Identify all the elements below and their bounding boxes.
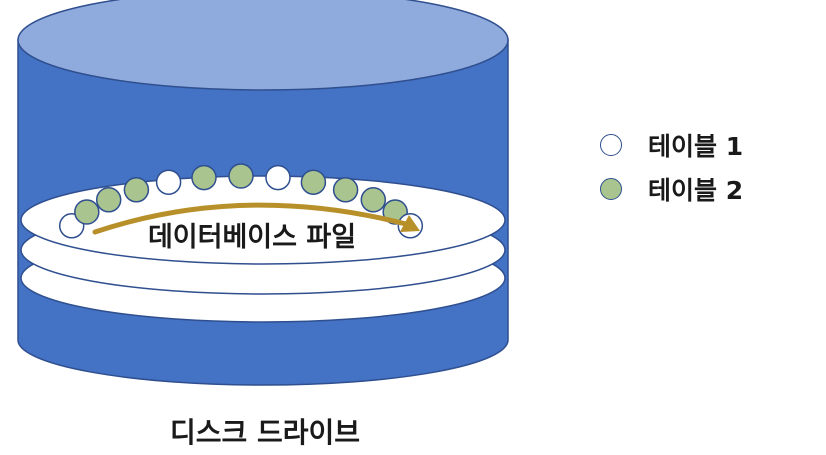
legend-item-table-1: 테이블 1 bbox=[600, 128, 743, 162]
record-table-2 bbox=[191, 164, 217, 191]
record-table-2 bbox=[74, 199, 100, 225]
file-arrow bbox=[92, 202, 413, 235]
legend-item-table-2: 테이블 2 bbox=[600, 172, 743, 206]
legend: 테이블 1 테이블 2 bbox=[600, 128, 743, 216]
record-table-2 bbox=[228, 163, 254, 189]
file-arrow-head bbox=[400, 215, 420, 232]
drive-label: 디스크 드라이브 bbox=[170, 416, 360, 449]
record-table-1 bbox=[155, 169, 182, 195]
record-table-2 bbox=[95, 187, 122, 213]
record-table-2 bbox=[123, 177, 150, 203]
file-label: 데이터베이스 파일 bbox=[148, 222, 356, 253]
record-table-2 bbox=[360, 187, 387, 213]
record-table-2 bbox=[300, 169, 327, 195]
legend-label-table-2: 테이블 2 bbox=[648, 176, 744, 205]
record-table-2 bbox=[332, 177, 359, 203]
table-2-circle-icon bbox=[600, 178, 622, 200]
cylinder-top bbox=[17, 0, 509, 91]
table-1-circle-icon bbox=[600, 134, 622, 156]
legend-label-table-1: 테이블 1 bbox=[648, 132, 744, 161]
record-table-1 bbox=[265, 164, 291, 191]
